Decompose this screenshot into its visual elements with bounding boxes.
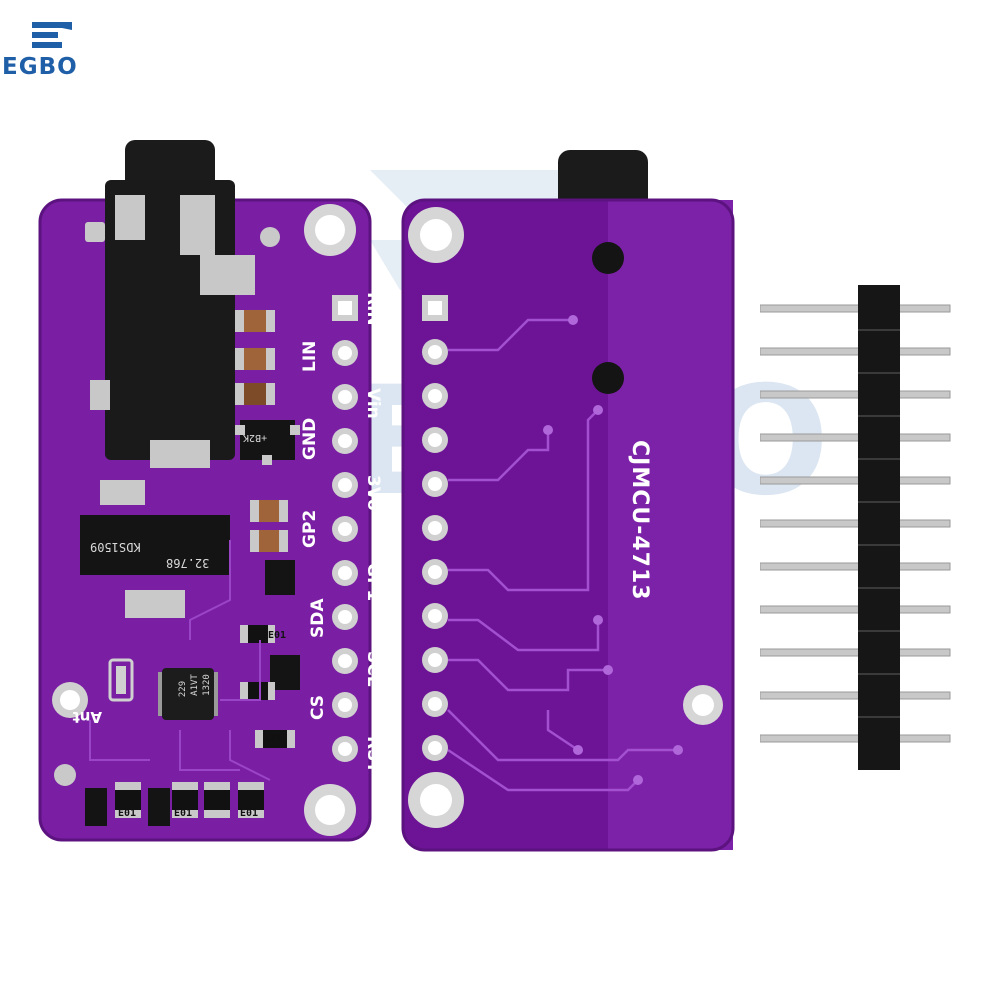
antenna-pad-icon bbox=[52, 658, 134, 786]
mounting-hole-icon bbox=[304, 204, 356, 256]
resistor-marking-e01-c: E01 bbox=[174, 808, 193, 819]
back-board bbox=[401, 150, 735, 852]
fm-transmitter-chip-icon bbox=[158, 668, 218, 720]
transistor-marking: +B2K bbox=[243, 432, 268, 443]
pin-label-gp1: GP1 bbox=[363, 563, 383, 602]
pin-label-gnd: GND bbox=[300, 417, 320, 460]
capacitor-icon bbox=[235, 310, 288, 552]
logo-mark-icon bbox=[32, 22, 72, 48]
mounting-hole-icon bbox=[408, 207, 464, 263]
resistor-icon bbox=[85, 782, 264, 826]
crystal-icon bbox=[80, 480, 230, 618]
brand-name: EGBO bbox=[2, 54, 78, 80]
resistor-marking-e01-b: E01 bbox=[118, 808, 137, 819]
audio-jack-icon bbox=[90, 140, 255, 468]
brand-logo: EGBO bbox=[0, 0, 110, 90]
header-pins-icon bbox=[422, 295, 448, 761]
resistor-marking-e01-a: E01 bbox=[268, 630, 287, 641]
pin-label-cs: CS bbox=[308, 694, 328, 720]
pin-label-sda: SDA bbox=[308, 598, 328, 638]
pin-label-vin: Vin bbox=[363, 388, 383, 419]
mounting-hole-icon bbox=[683, 685, 723, 725]
mounting-hole-icon bbox=[304, 784, 356, 836]
pin-label-rst: RST bbox=[363, 736, 383, 773]
transistor-icon bbox=[235, 420, 300, 465]
header-pins-icon bbox=[332, 295, 358, 762]
board-title: CJMCU-4713 bbox=[627, 440, 652, 601]
resistor-marking-101: 101 bbox=[264, 734, 283, 745]
crystal-marking-line2: KDS1509 bbox=[90, 540, 141, 554]
pin-label-gp2: GP2 bbox=[300, 509, 320, 548]
crystal-marking-line1: 32.768 bbox=[166, 556, 210, 570]
pin-label-3vo: 3Vo bbox=[363, 475, 383, 511]
pin-label-lin: LIN bbox=[300, 340, 320, 372]
ic-marking-line2: A1VT bbox=[189, 674, 200, 696]
ic-marking-line3: 229 bbox=[178, 680, 189, 698]
resistor-marking-e01-d: E01 bbox=[240, 808, 259, 819]
antenna-label: Ant bbox=[72, 708, 102, 726]
pin-label-scl: SCL bbox=[363, 651, 383, 687]
front-board bbox=[38, 140, 372, 842]
ic-marking-line1: 1320 bbox=[201, 674, 212, 696]
mounting-hole-icon bbox=[408, 772, 464, 828]
pin-label-rin: RIN bbox=[363, 292, 383, 326]
pin-header-strip-icon bbox=[760, 285, 951, 770]
